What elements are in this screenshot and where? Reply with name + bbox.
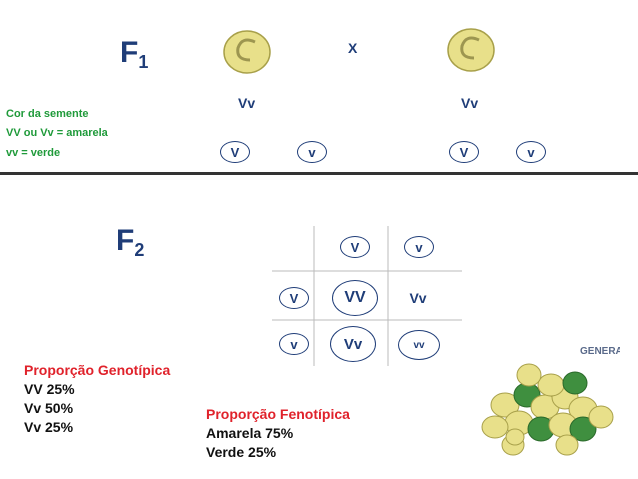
- genotypic-item: VV 25%: [24, 381, 75, 397]
- gamete-circle: V: [449, 141, 479, 163]
- phenotypic-item: Verde 25%: [206, 444, 277, 460]
- cross-symbol: X: [348, 40, 358, 56]
- yellow-seed-icon: [223, 30, 271, 74]
- gamete-circle: v: [297, 141, 327, 163]
- corner-text: GENERA: [580, 346, 620, 357]
- phenotypic-title: Proporção Fenotípica: [206, 406, 350, 422]
- gamete-circle: V: [220, 141, 250, 163]
- punnett-square: [272, 226, 462, 366]
- gamete-circle: v: [516, 141, 546, 163]
- parent-left-genotype: Vv: [238, 95, 256, 111]
- punnett-cell-vv: VV: [332, 280, 378, 316]
- punnett-side-allele: v: [279, 333, 309, 355]
- seed-pile-image: [481, 363, 614, 456]
- yellow-seed-icon: [447, 28, 495, 72]
- f2-label: F2: [116, 224, 145, 260]
- legend-line-2: vv = verde: [6, 147, 61, 159]
- legend-line-1: VV ou Vv = amarela: [6, 127, 108, 139]
- punnett-side-allele: V: [279, 287, 309, 309]
- punnett-cell-vv-recessive: vv: [398, 330, 440, 360]
- section-divider: [0, 172, 638, 175]
- genotypic-title: Proporção Genotípica: [24, 362, 171, 378]
- punnett-grid-lines: [272, 226, 462, 366]
- parent-right-genotype: Vv: [461, 95, 479, 111]
- genotypic-item: Vv 50%: [24, 400, 74, 416]
- f1-label: F1: [120, 36, 149, 72]
- punnett-cell-vv-hetero: Vv: [330, 326, 376, 362]
- legend-title: Cor da semente: [6, 108, 89, 120]
- genotypic-item: Vv 25%: [24, 419, 74, 435]
- punnett-top-allele: V: [340, 236, 370, 258]
- punnett-top-allele: v: [404, 236, 434, 258]
- phenotypic-item: Amarela 75%: [206, 425, 294, 441]
- punnett-cell-vv-hetero: Vv: [409, 290, 427, 306]
